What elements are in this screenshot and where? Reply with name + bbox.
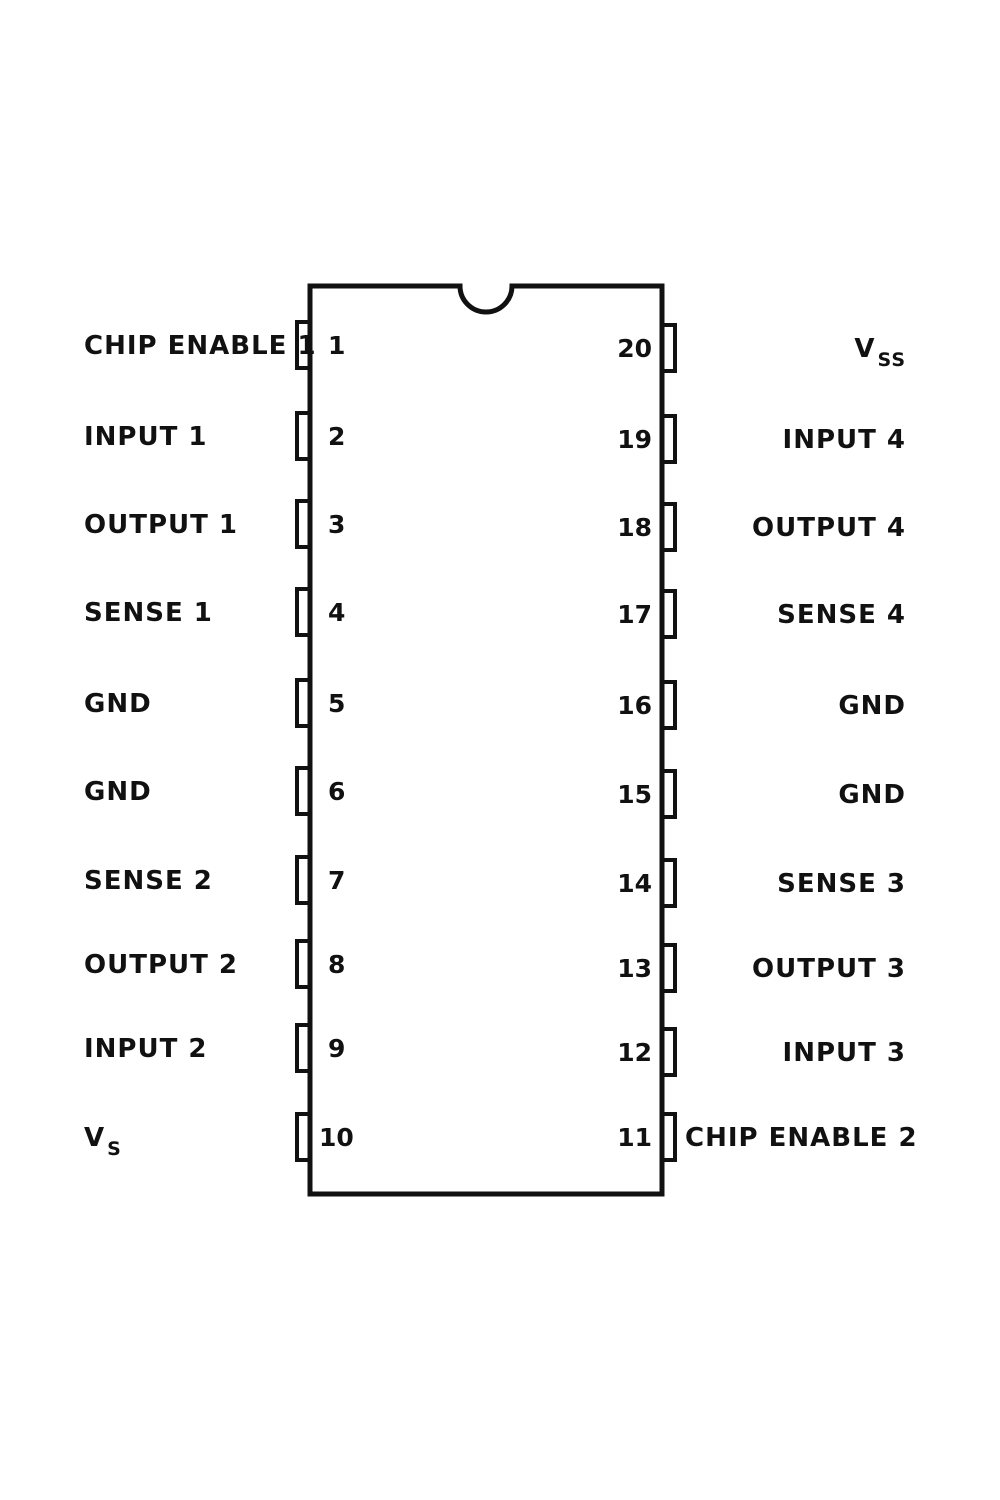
pin-label-19: INPUT 4 xyxy=(783,425,906,455)
pin-label-15: GND xyxy=(838,780,906,810)
pin-number: 12 xyxy=(617,1038,652,1067)
pin-number: 4 xyxy=(328,598,345,627)
pin-label-13: OUTPUT 3 xyxy=(752,954,906,984)
pin-19: 19 xyxy=(617,414,677,464)
pin-7: 7 xyxy=(295,855,345,905)
pin-label-6: GND xyxy=(84,777,152,807)
pin-number: 6 xyxy=(328,777,345,806)
pin-lead xyxy=(660,858,677,908)
pin-lead xyxy=(295,1112,312,1162)
pin-label-11: CHIP ENABLE 2 xyxy=(685,1123,918,1153)
pin-17: 17 xyxy=(617,589,677,639)
pin-12: 12 xyxy=(617,1027,677,1077)
pin-label-16: GND xyxy=(838,691,906,721)
pin-lead xyxy=(660,414,677,464)
pin-label-12: INPUT 3 xyxy=(783,1038,906,1068)
pin-6: 6 xyxy=(295,766,345,816)
chip-body xyxy=(307,283,665,1197)
pin-number: 15 xyxy=(617,780,652,809)
pin-8: 8 xyxy=(295,939,345,989)
pin-number: 1 xyxy=(328,331,345,360)
pin-lead xyxy=(295,766,312,816)
pin-number: 2 xyxy=(328,422,345,451)
pin-lead xyxy=(660,943,677,993)
pin-label-18: OUTPUT 4 xyxy=(752,513,906,543)
pin-9: 9 xyxy=(295,1023,345,1073)
pin-label-17: SENSE 4 xyxy=(777,600,906,630)
pin-lead xyxy=(295,320,312,370)
pins-layer: 1 CHIP ENABLE 1 2 INPUT 1 3 OUTPUT 1 4 SENSE 1 5… xyxy=(84,320,918,1162)
pin-3: 3 xyxy=(295,499,345,549)
pin-lead xyxy=(660,1027,677,1077)
pin-label-2: INPUT 1 xyxy=(84,422,207,452)
pin-lead xyxy=(660,502,677,552)
pin-15: 15 xyxy=(617,769,677,819)
pin-lead xyxy=(295,855,312,905)
pin-number: 16 xyxy=(617,691,652,720)
pin-2: 2 xyxy=(295,411,345,461)
pin-lead xyxy=(660,323,677,373)
pin-number: 20 xyxy=(617,334,652,363)
pin-4: 4 xyxy=(295,587,345,637)
pin-label-8: OUTPUT 2 xyxy=(84,950,238,980)
pin-lead xyxy=(660,589,677,639)
pin-number: 19 xyxy=(617,425,652,454)
pin-lead xyxy=(660,680,677,730)
pin-lead xyxy=(295,939,312,989)
pin-number: 10 xyxy=(319,1123,354,1152)
pin-lead xyxy=(660,769,677,819)
pin-13: 13 xyxy=(617,943,677,993)
pin-label-4: SENSE 1 xyxy=(84,598,213,628)
pin-number: 17 xyxy=(617,600,652,629)
pin-label-14: SENSE 3 xyxy=(777,869,906,899)
pin-number: 13 xyxy=(617,954,652,983)
pin-10: 10 xyxy=(295,1112,354,1162)
pin-number: 5 xyxy=(328,689,345,718)
pin-number: 11 xyxy=(617,1123,652,1152)
pin-14: 14 xyxy=(617,858,677,908)
pin-number: 8 xyxy=(328,950,345,979)
pin-lead xyxy=(295,499,312,549)
pin-lead xyxy=(660,1112,677,1162)
pin-number: 14 xyxy=(617,869,652,898)
pin-label-1: CHIP ENABLE 1 xyxy=(84,331,317,361)
pin-number: 9 xyxy=(328,1034,345,1063)
pin-11: 11 xyxy=(617,1112,677,1162)
pin-lead xyxy=(295,587,312,637)
pin-16: 16 xyxy=(617,680,677,730)
pin-20: 20 xyxy=(617,323,677,373)
pin-label-3: OUTPUT 1 xyxy=(84,510,238,540)
pin-label-5: GND xyxy=(84,689,152,719)
pin-label-7: SENSE 2 xyxy=(84,866,213,896)
pin-lead xyxy=(295,678,312,728)
pin-number: 18 xyxy=(617,513,652,542)
pin-number: 3 xyxy=(328,510,345,539)
pin-18: 18 xyxy=(617,502,677,552)
pin-lead xyxy=(295,411,312,461)
pin-lead xyxy=(295,1023,312,1073)
pin-5: 5 xyxy=(295,678,345,728)
pin-1: 1 xyxy=(295,320,345,370)
pin-label-9: INPUT 2 xyxy=(84,1034,207,1064)
pin-number: 7 xyxy=(328,866,345,895)
